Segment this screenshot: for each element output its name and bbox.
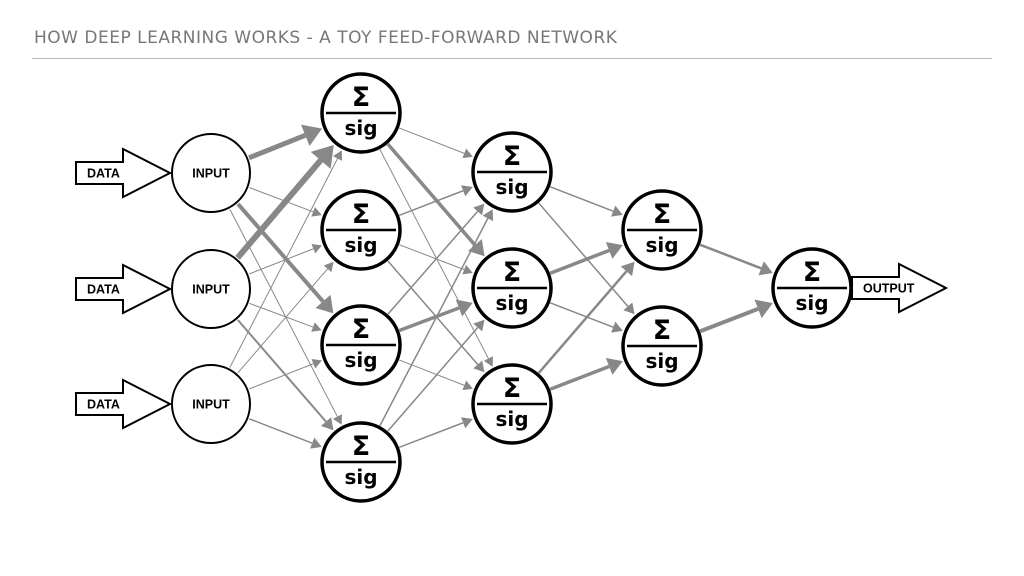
connection-l1-n1-to-n1: [248, 124, 323, 161]
input-node-2: INPUT: [171, 249, 251, 329]
connection-l1-n2-to-n2: [248, 243, 322, 275]
connection-l2-n3-to-n3: [399, 359, 473, 391]
connection-l3-n1-to-n1: [549, 186, 623, 217]
connection-l2-n4-to-n3: [399, 417, 473, 448]
activation-label: sig: [344, 233, 377, 257]
connection-l2-n1-to-n3: [379, 149, 493, 367]
connection-l2-n3-to-n2: [398, 299, 473, 333]
data-arrow-2: DATA: [75, 263, 173, 315]
slide-title: HOW DEEP LEARNING WORKS - A TOY FEED-FOR…: [34, 28, 618, 48]
activation-label: sig: [795, 291, 828, 315]
connection-l2-n4-to-n2: [387, 319, 485, 432]
sigma-symbol: Σ: [503, 141, 521, 172]
connection-l3-n1-to-n2: [538, 202, 635, 315]
data-arrow-3: DATA: [75, 378, 173, 430]
connection-l4-n2-to-n1: [699, 299, 773, 334]
data-arrow-1: DATA: [75, 147, 173, 199]
connection-l1-n2-to-n3: [249, 302, 322, 332]
sigma-symbol: Σ: [352, 431, 370, 462]
input-node-label: INPUT: [192, 167, 230, 181]
connection-l3-n2-to-n1: [549, 241, 623, 275]
connection-l1-n1-to-n2: [249, 187, 322, 217]
connection-l2-n1-to-n2: [386, 142, 485, 257]
connection-l3-n3-to-n2: [549, 357, 623, 391]
connection-l2-n4-to-n1: [379, 209, 494, 426]
activation-label: sig: [344, 465, 377, 489]
activation-label: sig: [495, 407, 528, 431]
activation-label: sig: [645, 349, 678, 373]
data-arrow-3-label: DATA: [87, 398, 120, 412]
connections-layer: [229, 124, 773, 449]
connection-l1-n3-to-n3: [248, 358, 322, 390]
input-node-label: INPUT: [192, 283, 230, 297]
data-arrow-1-label: DATA: [87, 167, 120, 181]
sigma-symbol: Σ: [803, 257, 821, 288]
connection-l3-n2-to-n2: [549, 302, 623, 333]
input-node-1: INPUT: [171, 133, 251, 213]
connection-l1-n1-to-n3: [236, 202, 334, 314]
sigma-symbol: Σ: [503, 257, 521, 288]
connection-l1-n3-to-n1: [229, 150, 343, 368]
data-arrow-2-label: DATA: [87, 283, 120, 297]
connection-l2-n2-to-n3: [387, 260, 485, 373]
connection-l2-n2-to-n1: [399, 185, 473, 216]
connection-l3-n3-to-n1: [537, 261, 635, 374]
output-arrow-label: OUTPUT: [863, 282, 915, 296]
connection-l1-n3-to-n4: [248, 418, 322, 449]
connection-l1-n3-to-n2: [237, 261, 334, 374]
nodes-layer: DATADATADATAINPUTINPUTINPUTΣsigΣsigΣsigΣ…: [75, 72, 949, 503]
sigma-symbol: Σ: [653, 199, 671, 230]
sigma-symbol: Σ: [503, 373, 521, 404]
activation-label: sig: [344, 116, 377, 140]
connection-l4-n1-to-n1: [699, 243, 773, 276]
sigma-symbol: Σ: [352, 82, 370, 113]
activation-label: sig: [495, 175, 528, 199]
sigma-symbol: Σ: [653, 315, 671, 346]
connection-l2-n2-to-n2: [399, 244, 473, 275]
sigma-symbol: Σ: [352, 199, 370, 230]
connection-l2-n1-to-n1: [399, 127, 473, 159]
activation-label: sig: [645, 233, 678, 257]
activation-label: sig: [344, 348, 377, 372]
title-divider: [32, 58, 992, 59]
sigma-symbol: Σ: [352, 314, 370, 345]
output-arrow: OUTPUT: [851, 262, 949, 314]
input-node-label: INPUT: [192, 398, 230, 412]
connection-l2-n3-to-n1: [387, 203, 485, 315]
input-node-3: INPUT: [171, 364, 251, 444]
connection-l1-n2-to-n1: [235, 144, 334, 260]
activation-label: sig: [495, 291, 528, 315]
connection-l1-n2-to-n4: [237, 319, 334, 431]
